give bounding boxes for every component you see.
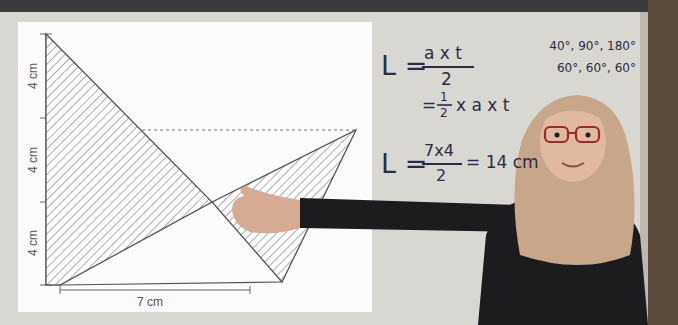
formula-text: 2 [441, 71, 452, 88]
formula-text: L = [381, 52, 427, 79]
angle-note: 60°, 60°, 60° [557, 62, 636, 74]
formula-text: a x t [424, 45, 462, 62]
dimension-label: 4 cm [27, 145, 39, 175]
dimension-label: 4 cm [27, 228, 39, 258]
formula-text: = [422, 97, 436, 114]
formula-text: x a x t [456, 97, 509, 114]
angle-note: 40°, 90°, 180° [549, 40, 636, 52]
formula-text: = 14 cm [466, 154, 539, 171]
formula-text: L = [381, 150, 427, 177]
dimension-label: 7 cm [135, 296, 165, 308]
formula-text: 2 [440, 107, 448, 119]
formula-text: 2 [436, 168, 446, 184]
formula-text: 7x4 [424, 143, 454, 159]
formula-text: 1 [440, 91, 448, 103]
dimension-label: 4 cm [27, 61, 39, 91]
